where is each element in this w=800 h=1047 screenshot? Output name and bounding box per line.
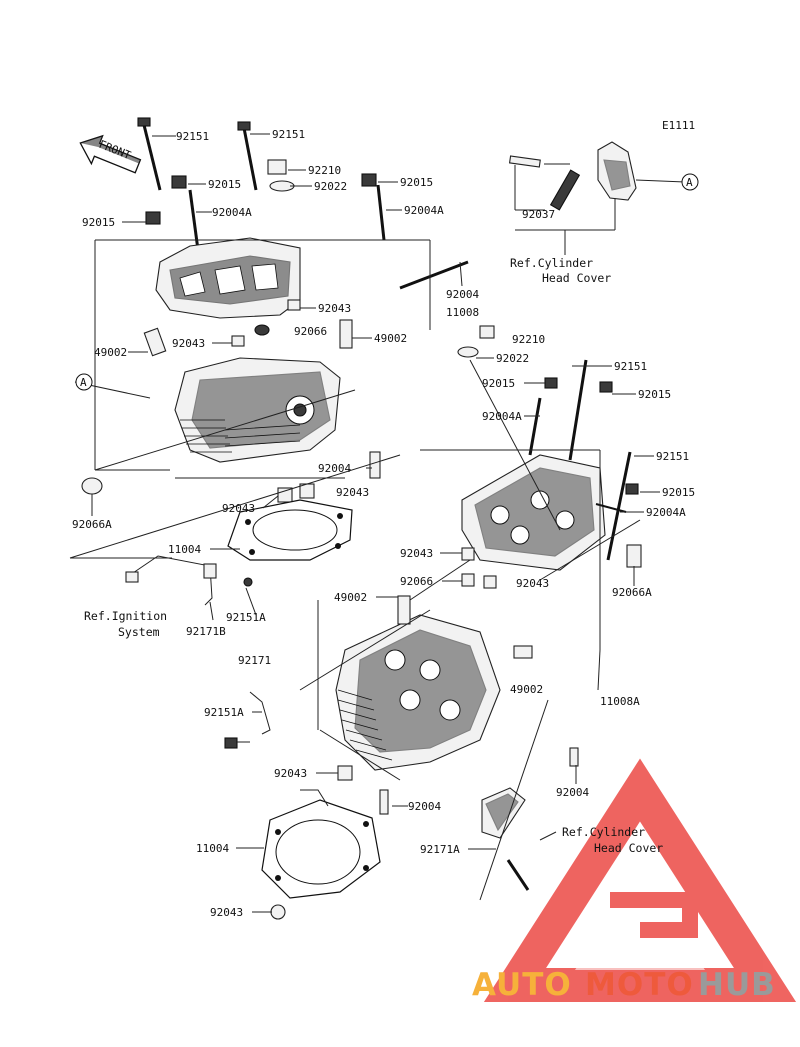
callout-a-top-icon (681, 173, 699, 191)
part-label: 92066 (294, 325, 327, 338)
ref-ignition-system-line1: Ref.Ignition (84, 609, 167, 623)
part-label: 92015 (208, 178, 241, 191)
part-label: 92004A (404, 204, 444, 217)
part-label: 92043 (318, 302, 351, 315)
rear-cylinder-head-body (81, 357, 381, 503)
part-label: 92015 (638, 388, 671, 401)
part-label: 92004A (482, 410, 522, 423)
rear-cylinder-head-top (137, 117, 469, 357)
part-label: 92022 (496, 352, 529, 365)
automotohub-logo (483, 758, 797, 1002)
part-label: 92210 (512, 333, 545, 346)
part-label: 92043 (172, 337, 205, 350)
logo-g-icon (610, 892, 698, 938)
part-label: 92151A (204, 706, 244, 719)
part-label: 92043 (400, 547, 433, 560)
part-label: 11008A (600, 695, 640, 708)
part-label: 49002 (94, 346, 127, 359)
part-label: 92015 (400, 176, 433, 189)
part-label: 49002 (334, 591, 367, 604)
logo-triangle-icon (483, 758, 797, 1002)
part-label: 92043 (222, 502, 255, 515)
part-label: 92151 (176, 130, 209, 143)
logo-auto-text: AUTO (472, 967, 572, 1003)
part-label: 92037 (522, 208, 555, 221)
leader-lines (91, 133, 660, 913)
ref-cylinder-head-cover-top-line2: Head Cover (542, 271, 611, 285)
part-labels: 92151 92151 92210 92015 92022 92015 9200… (72, 128, 695, 919)
part-label: 92151 (272, 128, 305, 141)
part-label: 92043 (274, 767, 307, 780)
part-label: 92015 (662, 486, 695, 499)
logo-moto-text: MOTO (585, 967, 694, 1003)
part-label: 92171A (420, 843, 460, 856)
ref-cylinder-head-cover-bottom-line2: Head Cover (594, 841, 663, 855)
ref-ignition-system-line2: System (118, 625, 160, 639)
ref-cylinder-head-cover-top-line1: Ref.Cylinder (510, 256, 593, 270)
front-cylinder-head-top (457, 325, 642, 589)
part-label: 92151A (226, 611, 266, 624)
front-arrow-icon (79, 134, 142, 174)
part-label: 92043 (516, 577, 549, 590)
part-label: 49002 (374, 332, 407, 345)
part-label: 92004 (556, 786, 589, 799)
part-label: 92066 (400, 575, 433, 588)
part-label: 92004A (646, 506, 686, 519)
part-label: 92171B (186, 625, 226, 638)
callout-a-top: A (686, 176, 693, 189)
ref-cylinder-head-cover-bottom-line1: Ref.Cylinder (562, 825, 645, 839)
part-label: 92066A (72, 518, 112, 531)
part-label: 92004A (212, 206, 252, 219)
part-label: 49002 (510, 683, 543, 696)
part-label: 92004 (408, 800, 441, 813)
part-label: 92004 (446, 288, 479, 301)
callout-a-left: A (80, 376, 87, 389)
part-label: 92022 (314, 180, 347, 193)
logo-hub-text: HUB (698, 967, 776, 1003)
ignition-bracket (125, 555, 253, 606)
callout-a-left-icon (75, 373, 93, 391)
part-label: 11004 (168, 543, 201, 556)
part-label: 92210 (308, 164, 341, 177)
part-label: 11004 (196, 842, 229, 855)
part-label: 92043 (336, 486, 369, 499)
upper-head-gasket (227, 499, 353, 561)
part-label: 92066A (612, 586, 652, 599)
part-label: 92171 (238, 654, 271, 667)
top-right-cover-assembly (508, 141, 686, 211)
part-label: 92015 (482, 377, 515, 390)
part-label: 92004 (318, 462, 351, 475)
front-cylinder-head-body (224, 595, 579, 891)
part-label: 92015 (82, 216, 115, 229)
part-label: 11008 (446, 306, 479, 319)
part-label: 92043 (210, 906, 243, 919)
lower-head-gasket (261, 789, 381, 920)
reference-labels: Ref.Cylinder Head Cover Ref.Ignition Sys… (84, 256, 663, 855)
part-label: 92151 (656, 450, 689, 463)
diagram-code: E1111 (662, 119, 695, 132)
part-label: 92151 (614, 360, 647, 373)
